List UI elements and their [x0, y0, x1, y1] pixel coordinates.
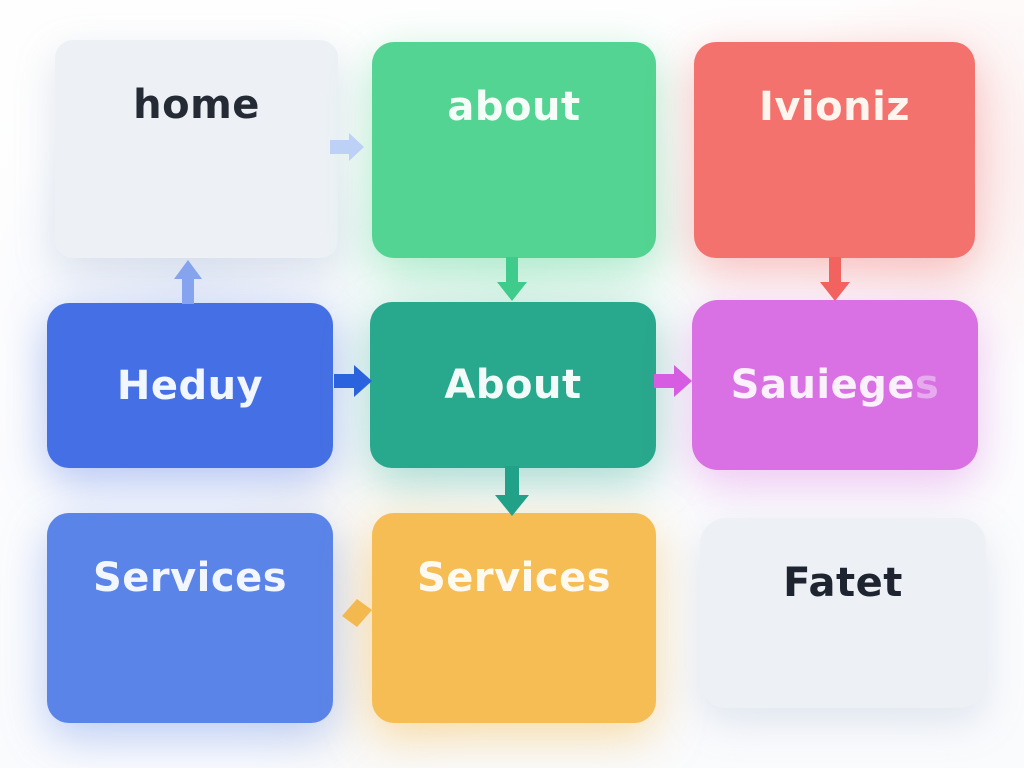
node-about-top-label: about	[447, 84, 581, 130]
node-services-center: Services	[372, 513, 656, 723]
node-sauieges-label-main: Sauiege	[730, 362, 916, 408]
node-fatet: Fatet	[700, 518, 986, 708]
arrow-down-icon	[820, 257, 850, 301]
diamond-arrow-icon	[342, 599, 372, 627]
node-about-center: About	[370, 302, 656, 468]
node-heduy: Heduy	[47, 303, 333, 468]
node-about-top: about	[372, 42, 656, 258]
node-ivioniz-label: Ivioniz	[758, 84, 911, 130]
arrow-right-icon	[330, 133, 364, 161]
node-sauieges: Sauieges	[692, 300, 978, 470]
node-sauieges-label: Sauieges	[731, 362, 940, 408]
node-services-left: Services	[47, 513, 333, 723]
node-sauieges-label-tail: s	[915, 362, 940, 408]
arrow-down-icon	[495, 466, 529, 516]
node-services-center-label: Services	[416, 555, 612, 601]
arrow-right-icon	[334, 365, 372, 397]
node-about-center-label: About	[444, 362, 582, 408]
arrow-down-icon	[497, 257, 527, 301]
arrow-right-icon	[654, 365, 692, 397]
arrow-up-icon	[174, 260, 202, 304]
node-home: home	[55, 40, 338, 258]
node-home-label: home	[133, 82, 260, 128]
node-ivioniz: Ivioniz	[694, 42, 975, 258]
node-services-left-label: Services	[92, 555, 288, 601]
node-fatet-label: Fatet	[783, 560, 903, 606]
node-heduy-label: Heduy	[116, 362, 264, 409]
